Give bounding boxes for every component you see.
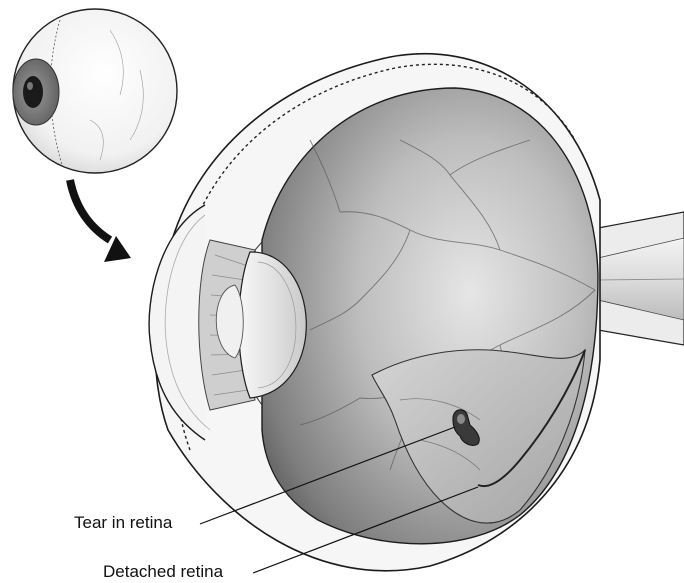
small-eyeball	[13, 9, 177, 173]
cornea	[149, 205, 205, 440]
curved-arrow	[70, 180, 131, 262]
optic-nerve	[598, 212, 684, 345]
large-eye-cross-section	[149, 54, 600, 571]
tear-in-retina-label: Tear in retina	[74, 514, 172, 531]
detached-retina-label: Detached retina	[103, 563, 223, 580]
small-eye-pupil	[23, 76, 43, 108]
